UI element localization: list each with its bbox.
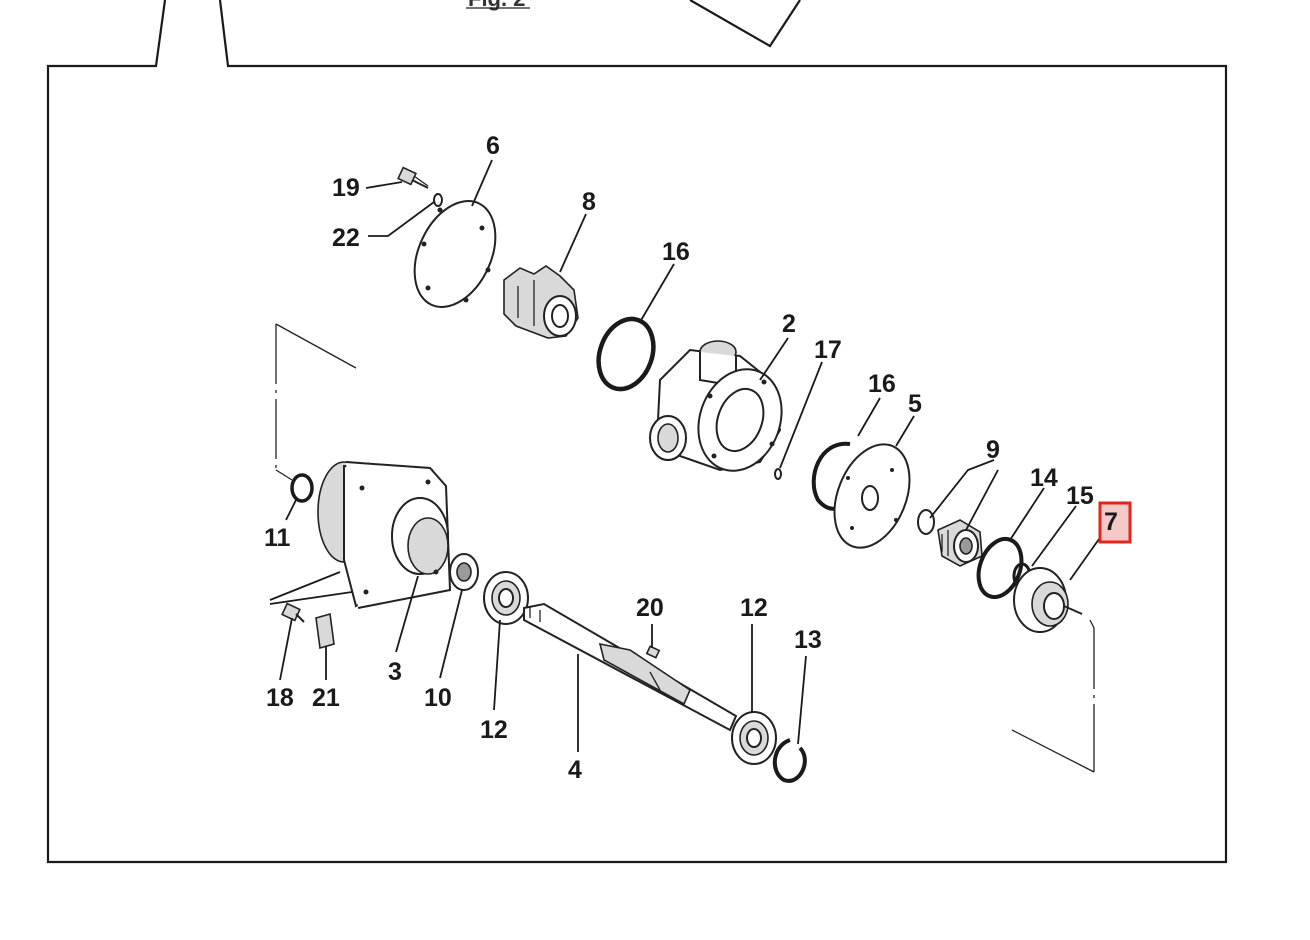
label-part-12-right[interactable]: 12 xyxy=(740,594,768,622)
part-number-labels: 6 19 22 8 16 2 17 16 5 9 14 15 7 11 3 10… xyxy=(264,132,1118,784)
label-part-22[interactable]: 22 xyxy=(332,224,360,252)
part-7-highlight-box xyxy=(1098,501,1132,544)
label-part-18[interactable]: 18 xyxy=(266,684,294,712)
label-part-11[interactable]: 11 xyxy=(264,524,291,552)
label-part-13[interactable]: 13 xyxy=(794,626,822,654)
part-9-seal-assembly xyxy=(917,509,983,567)
part-10-seal xyxy=(449,553,479,591)
label-part-20[interactable]: 20 xyxy=(636,594,664,622)
part-8-impeller xyxy=(503,265,579,339)
part-12-bearing-left xyxy=(483,571,529,625)
part-21-spacer xyxy=(315,612,335,650)
label-part-6[interactable]: 6 xyxy=(486,132,500,160)
label-part-5[interactable]: 5 xyxy=(908,390,922,418)
part-7-cover xyxy=(1013,567,1083,633)
label-part-19[interactable]: 19 xyxy=(332,174,360,202)
label-part-7[interactable]: 7 xyxy=(1104,508,1118,536)
assembly-guide-lines xyxy=(275,323,1095,773)
part-12-bearing-right xyxy=(731,711,777,765)
leader-lines xyxy=(269,159,1105,752)
part-11-o-ring xyxy=(290,473,314,503)
part-2-pump-body xyxy=(649,340,783,472)
part-13-circlip xyxy=(773,738,807,783)
label-part-8[interactable]: 8 xyxy=(582,188,596,216)
label-part-3[interactable]: 3 xyxy=(388,658,402,686)
label-part-21[interactable]: 21 xyxy=(312,684,340,712)
label-part-16-upper[interactable]: 16 xyxy=(662,238,690,266)
part-17-pin xyxy=(774,468,782,480)
part-18-bolt xyxy=(281,602,305,623)
part-20-key xyxy=(645,645,661,659)
label-part-4[interactable]: 4 xyxy=(568,756,582,784)
part-22-washer xyxy=(433,193,443,207)
part-16-o-ring-upper xyxy=(596,316,656,392)
label-part-12-lower[interactable]: 12 xyxy=(480,716,508,744)
figure-reference: Fig. 2 xyxy=(468,0,525,11)
label-part-9[interactable]: 9 xyxy=(986,436,1000,464)
label-part-16-lower[interactable]: 16 xyxy=(868,370,896,398)
upper-figure-remnant: Fig. 2 xyxy=(46,0,1228,864)
label-part-10[interactable]: 10 xyxy=(424,684,452,712)
part-6-cover-plate xyxy=(413,200,497,308)
label-part-14[interactable]: 14 xyxy=(1030,464,1058,492)
part-19-screw xyxy=(397,166,429,189)
part-5-plate xyxy=(833,443,911,549)
label-part-2[interactable]: 2 xyxy=(782,310,796,338)
part-4-shaft xyxy=(523,602,738,732)
label-part-17[interactable]: 17 xyxy=(814,336,842,364)
part-3-bearing-housing xyxy=(317,461,452,609)
label-part-15[interactable]: 15 xyxy=(1066,482,1094,510)
